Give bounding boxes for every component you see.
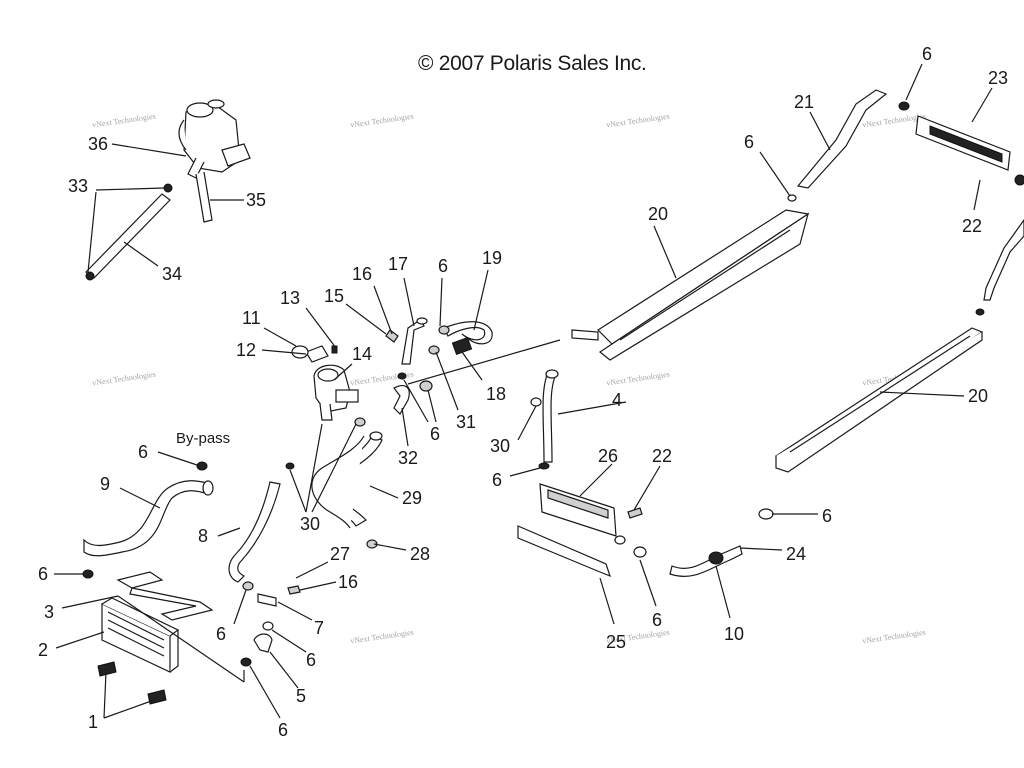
clamp-6k [898,101,910,111]
callout-27: 27 [330,544,350,564]
callout-6: 6 [138,442,148,462]
elbow-32 [393,385,410,415]
bypass-hose-9 [82,461,214,579]
callout-6: 6 [306,650,316,670]
callout-31: 31 [456,412,476,432]
tube-21 [796,89,888,189]
bracket-25 [517,525,611,578]
bleed-screw-13 [331,345,338,354]
callout-13: 13 [280,288,300,308]
coolant-reservoir [178,99,251,179]
vent-tube-35 [195,171,213,223]
hose-5 [240,621,274,667]
callouts: 36 33 35 34 13 11 12 14 16 15 17 6 19 18… [38,44,1008,740]
callout-25: 25 [606,632,626,652]
callout-29: 29 [402,488,422,508]
fitting-16 [385,329,399,343]
thermostat-housing [313,364,359,421]
callout-6: 6 [438,256,448,276]
fitting-7 [257,593,277,607]
callout-24: 24 [786,544,806,564]
copyright-notice: © 2007 Polaris Sales Inc. [418,52,647,75]
oil-cooler-26 [539,483,626,545]
bracket-3 [116,571,214,621]
callout-16: 16 [338,572,358,592]
callout-12: 12 [236,340,256,360]
callout-18: 18 [486,384,506,404]
callout-16: 16 [352,264,372,284]
callout-2: 2 [38,640,48,660]
thermostat-11 [291,345,309,359]
hose-10 [633,545,743,577]
callout-4: 4 [612,390,622,410]
callout-32: 32 [398,448,418,468]
callout-35: 35 [246,190,266,210]
callout-6: 6 [38,564,48,584]
callout-11: 11 [242,308,261,328]
overflow-hose-34 [85,183,173,281]
fitting-16b [287,585,301,595]
callout-1: 1 [88,712,98,732]
radiator-20a [597,194,810,361]
hose-4 [530,369,559,470]
callout-5: 5 [296,686,306,706]
callout-21: 21 [794,92,814,112]
oil-cooler-2 [101,597,180,673]
callout-8: 8 [198,526,208,546]
callout-28: 28 [410,544,430,564]
callout-3: 3 [44,602,54,622]
callout-30: 30 [300,514,320,534]
callout-23: 23 [988,68,1008,88]
callout-26: 26 [598,446,618,466]
callout-9: 9 [100,474,110,494]
callout-33: 33 [68,176,88,196]
sensor-22a [627,507,643,519]
callout-30: 30 [490,436,510,456]
gasket-12 [305,345,329,363]
mounts-1 [97,661,167,705]
callout-19: 19 [482,248,502,268]
tube-right [983,218,1024,301]
hose-29 [311,417,383,549]
callout-14: 14 [352,344,372,364]
callout-20: 20 [968,386,988,406]
radiator-20b [774,308,985,473]
clamps-6-31 [397,325,450,392]
spring-18 [451,336,473,356]
callout-34: 34 [162,264,182,284]
callout-15: 15 [324,286,344,306]
callout-6: 6 [922,44,932,64]
cooler-23 [915,115,1024,186]
callout-6: 6 [652,610,662,630]
hose-17 [401,317,428,365]
callout-6: 6 [744,132,754,152]
callout-17: 17 [388,254,408,274]
callout-7: 7 [314,618,324,638]
callout-10: 10 [724,624,744,644]
callout-6: 6 [492,470,502,490]
callout-22: 22 [962,216,982,236]
callout-36: 36 [88,134,108,154]
bypass-label: By-pass [176,430,231,447]
clamp-6j [758,508,774,520]
callout-6: 6 [822,506,832,526]
leader-lines [54,63,993,719]
callout-6: 6 [216,624,226,644]
callout-6: 6 [278,720,288,740]
callout-22: 22 [652,446,672,466]
callout-6: 6 [430,424,440,444]
hose-19 [443,321,493,345]
callout-20: 20 [648,204,668,224]
hose-to-radiator [571,329,599,341]
hose-8 [228,462,295,591]
